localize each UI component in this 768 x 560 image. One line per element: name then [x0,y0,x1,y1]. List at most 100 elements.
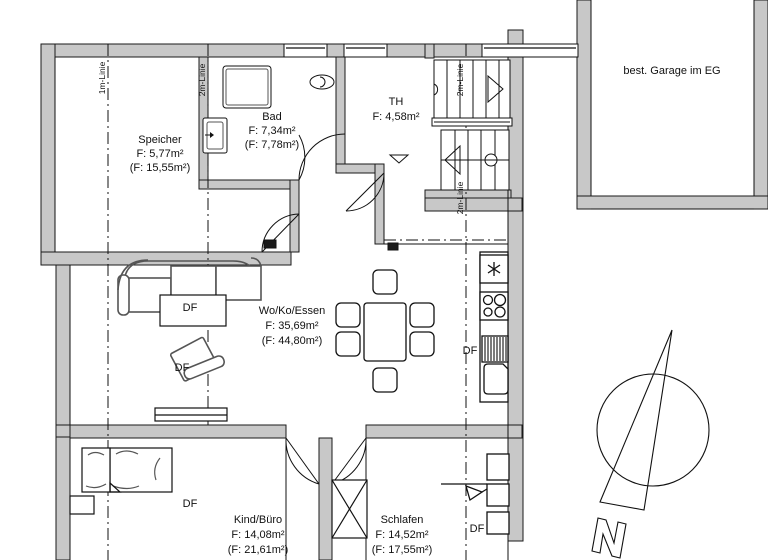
wall-th-left [335,56,346,173]
sofa-seat-2 [170,265,217,301]
df-livingroom-table-label: DF [183,302,198,314]
dimline-label-2m-stair: 2m-Linie [455,63,465,96]
wall-garage-left [576,0,592,210]
room-label-schlafen-area: F: 14,52m² [375,529,429,541]
door-bath-swing [298,133,346,181]
wall-lower-right-block [365,424,523,439]
pillow-fold-1 [87,451,105,456]
dresser [486,453,510,481]
door-th-leaf [345,172,385,212]
wall-top-left [40,43,285,58]
dimline-label-1m-left: 1m-Linie [97,61,107,94]
df-armchair-label: DF [175,362,190,374]
wall-lower-left-block [69,424,287,439]
room-label-th-area: F: 4,58m² [372,111,419,123]
th-hatch-symbol [388,154,410,164]
lamp-icon [465,484,484,502]
sofa-seat-3 [215,265,262,301]
room-label-bad-name: Bad [262,111,282,123]
duvet-fold-2 [154,457,161,481]
bed-group [69,447,173,515]
wc-icon [202,117,228,154]
pillow-fold-2 [85,483,107,489]
sofa-arm-right-curve [250,257,262,267]
stair-arrow-up [487,74,504,104]
coffee-table [159,294,227,327]
dining-chair-n [372,269,398,295]
sink-star-icon [487,262,501,276]
stairs-group [431,59,513,191]
room-label-speicher-name: Speicher [138,134,182,146]
wall-stair-left [424,43,435,59]
wardrobe-lower [486,511,510,535]
room-labels: Speicher F: 5,77m² (F: 15,55m²) Bad F: 7… [130,96,433,556]
garage-label: best. Garage im EG [623,65,720,77]
bed-corner-arrow [109,481,122,493]
room-label-wohnen-alt: (F: 44,80m²) [262,335,323,347]
schlafen-furniture [441,453,510,535]
df-markers: DF DF DF DF DF [175,302,485,535]
room-label-speicher-alt: (F: 15,55m²) [130,162,191,174]
door-schlafen-leaf [331,437,367,485]
door-speicher [261,213,300,253]
wall-structure [40,0,768,560]
window-top-3 [481,43,579,58]
room-label-kind-alt: (F: 21,61m²) [228,544,289,556]
dining-chair-e1 [409,302,435,328]
door-kind [285,437,320,485]
living-room-furniture [117,257,262,316]
armchair [169,336,226,382]
north-arrow-group [591,329,710,559]
wall-right-interior [424,197,523,212]
wardrobe-upper [486,483,510,507]
flue-mark-2 [387,242,399,251]
door-th [345,172,385,212]
shower-tray-inner [225,68,269,106]
sideboard [154,407,228,422]
north-arrow-letter-n [591,517,627,559]
dimline-label-2m-lower: 2m-Linie [455,181,465,214]
room-label-speicher-area: F: 5,77m² [136,148,183,160]
shower-tray-icon [222,65,272,109]
dining-table [363,302,407,362]
dining-chair-w2 [335,331,361,357]
stove-burner-1 [482,294,494,306]
sofa-arm-curve [117,259,149,291]
df-bedroom-right-label: DF [470,523,485,535]
radiator-fins [484,337,507,361]
sink-icon [309,74,335,90]
nightstand [69,495,95,515]
north-arrow-needle [599,329,673,511]
dining-chair-e2 [409,331,435,357]
detail-marks [263,239,399,251]
doors-group [261,133,385,485]
wall-left-bottom-stub [55,436,71,560]
flue-mark-1 [263,239,277,249]
room-label-bad-alt: (F: 7,78m²) [245,139,299,151]
wall-top-pier-1 [326,43,345,58]
room-label-schlafen-name: Schlafen [381,514,424,526]
center-opening [331,479,368,539]
stove-burner-4 [494,306,506,318]
dimension-labels: 1m-Linie 2m-Linie 2m-Linie 2m-Linie [97,61,465,214]
wall-left-lower [55,264,71,438]
wall-th-right [374,163,385,245]
room-label-kind-area: F: 14,08m² [231,529,285,541]
wall-lower-center-pier [318,437,333,560]
wall-garage-right [753,0,768,210]
kitchen-counter-run [479,251,509,403]
window-group-top [283,43,579,58]
kitchen-units [479,251,509,403]
room-label-wohnen-name: Wo/Ko/Essen [259,305,325,317]
wall-garage-bottom [576,195,768,210]
dimline-label-2m-speicher: 2m-Linie [197,63,207,96]
room-label-bad-area: F: 7,34m² [248,125,295,137]
dining-set [335,269,435,393]
room-label-wohnen-area: F: 35,69m² [265,320,319,332]
window-top-1 [283,43,328,58]
radiator-icon [481,335,509,363]
wall-right-vertical [507,210,524,542]
room-label-schlafen-alt: (F: 17,55m²) [372,544,433,556]
stair-start-circle [433,83,439,96]
